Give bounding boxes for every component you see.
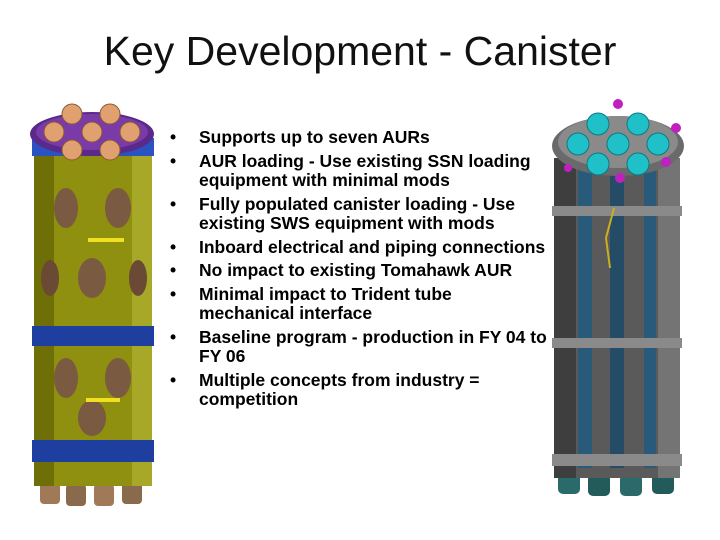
bullet-text: Fully populated canister loading - Use e… bbox=[199, 193, 516, 233]
bullet-item: • No impact to existing Tomahawk AUR bbox=[166, 260, 551, 281]
bullet-marker: • bbox=[170, 193, 177, 214]
slide-title: Key Development - Canister bbox=[103, 28, 617, 74]
bullet-item: • AUR loading - Use existing SSN loading … bbox=[166, 150, 551, 191]
bullet-marker: • bbox=[170, 236, 177, 257]
bullet-marker: • bbox=[170, 369, 177, 390]
bullet-item: • Multiple concepts from industry = compe… bbox=[166, 369, 551, 410]
bullet-list: • Supports up to seven AURs • AUR loading … bbox=[166, 127, 551, 414]
bullet-text: Supports up to seven AURs bbox=[199, 127, 430, 147]
gray-canister-image bbox=[552, 99, 684, 496]
bullet-text: No impact to existing Tomahawk AUR bbox=[199, 260, 513, 280]
yellow-canister-image bbox=[30, 103, 154, 506]
bullet-text: Multiple concepts from industry = compet… bbox=[199, 369, 480, 409]
bullet-marker: • bbox=[170, 326, 177, 347]
bullet-item: • Fully populated canister loading - Use … bbox=[166, 193, 551, 234]
bullet-text: Minimal impact to Trident tube mechanica… bbox=[199, 283, 452, 323]
bullet-item: • Supports up to seven AURs bbox=[166, 127, 551, 148]
bullet-text: AUR loading - Use existing SSN loading e… bbox=[199, 150, 531, 190]
bullet-item: • Baseline program - production in FY 04 … bbox=[166, 326, 551, 367]
bullet-marker: • bbox=[170, 150, 177, 171]
bullet-text: Inboard electrical and piping connection… bbox=[199, 236, 546, 257]
bullet-item: • Inboard electrical and piping connectio… bbox=[166, 236, 551, 258]
bullet-text: Baseline program - production in FY 04 t… bbox=[199, 326, 547, 366]
bullet-marker: • bbox=[170, 127, 177, 147]
bullet-marker: • bbox=[170, 283, 177, 304]
bullet-marker: • bbox=[170, 260, 177, 280]
bullet-item: • Minimal impact to Trident tube mechanic… bbox=[166, 283, 551, 324]
